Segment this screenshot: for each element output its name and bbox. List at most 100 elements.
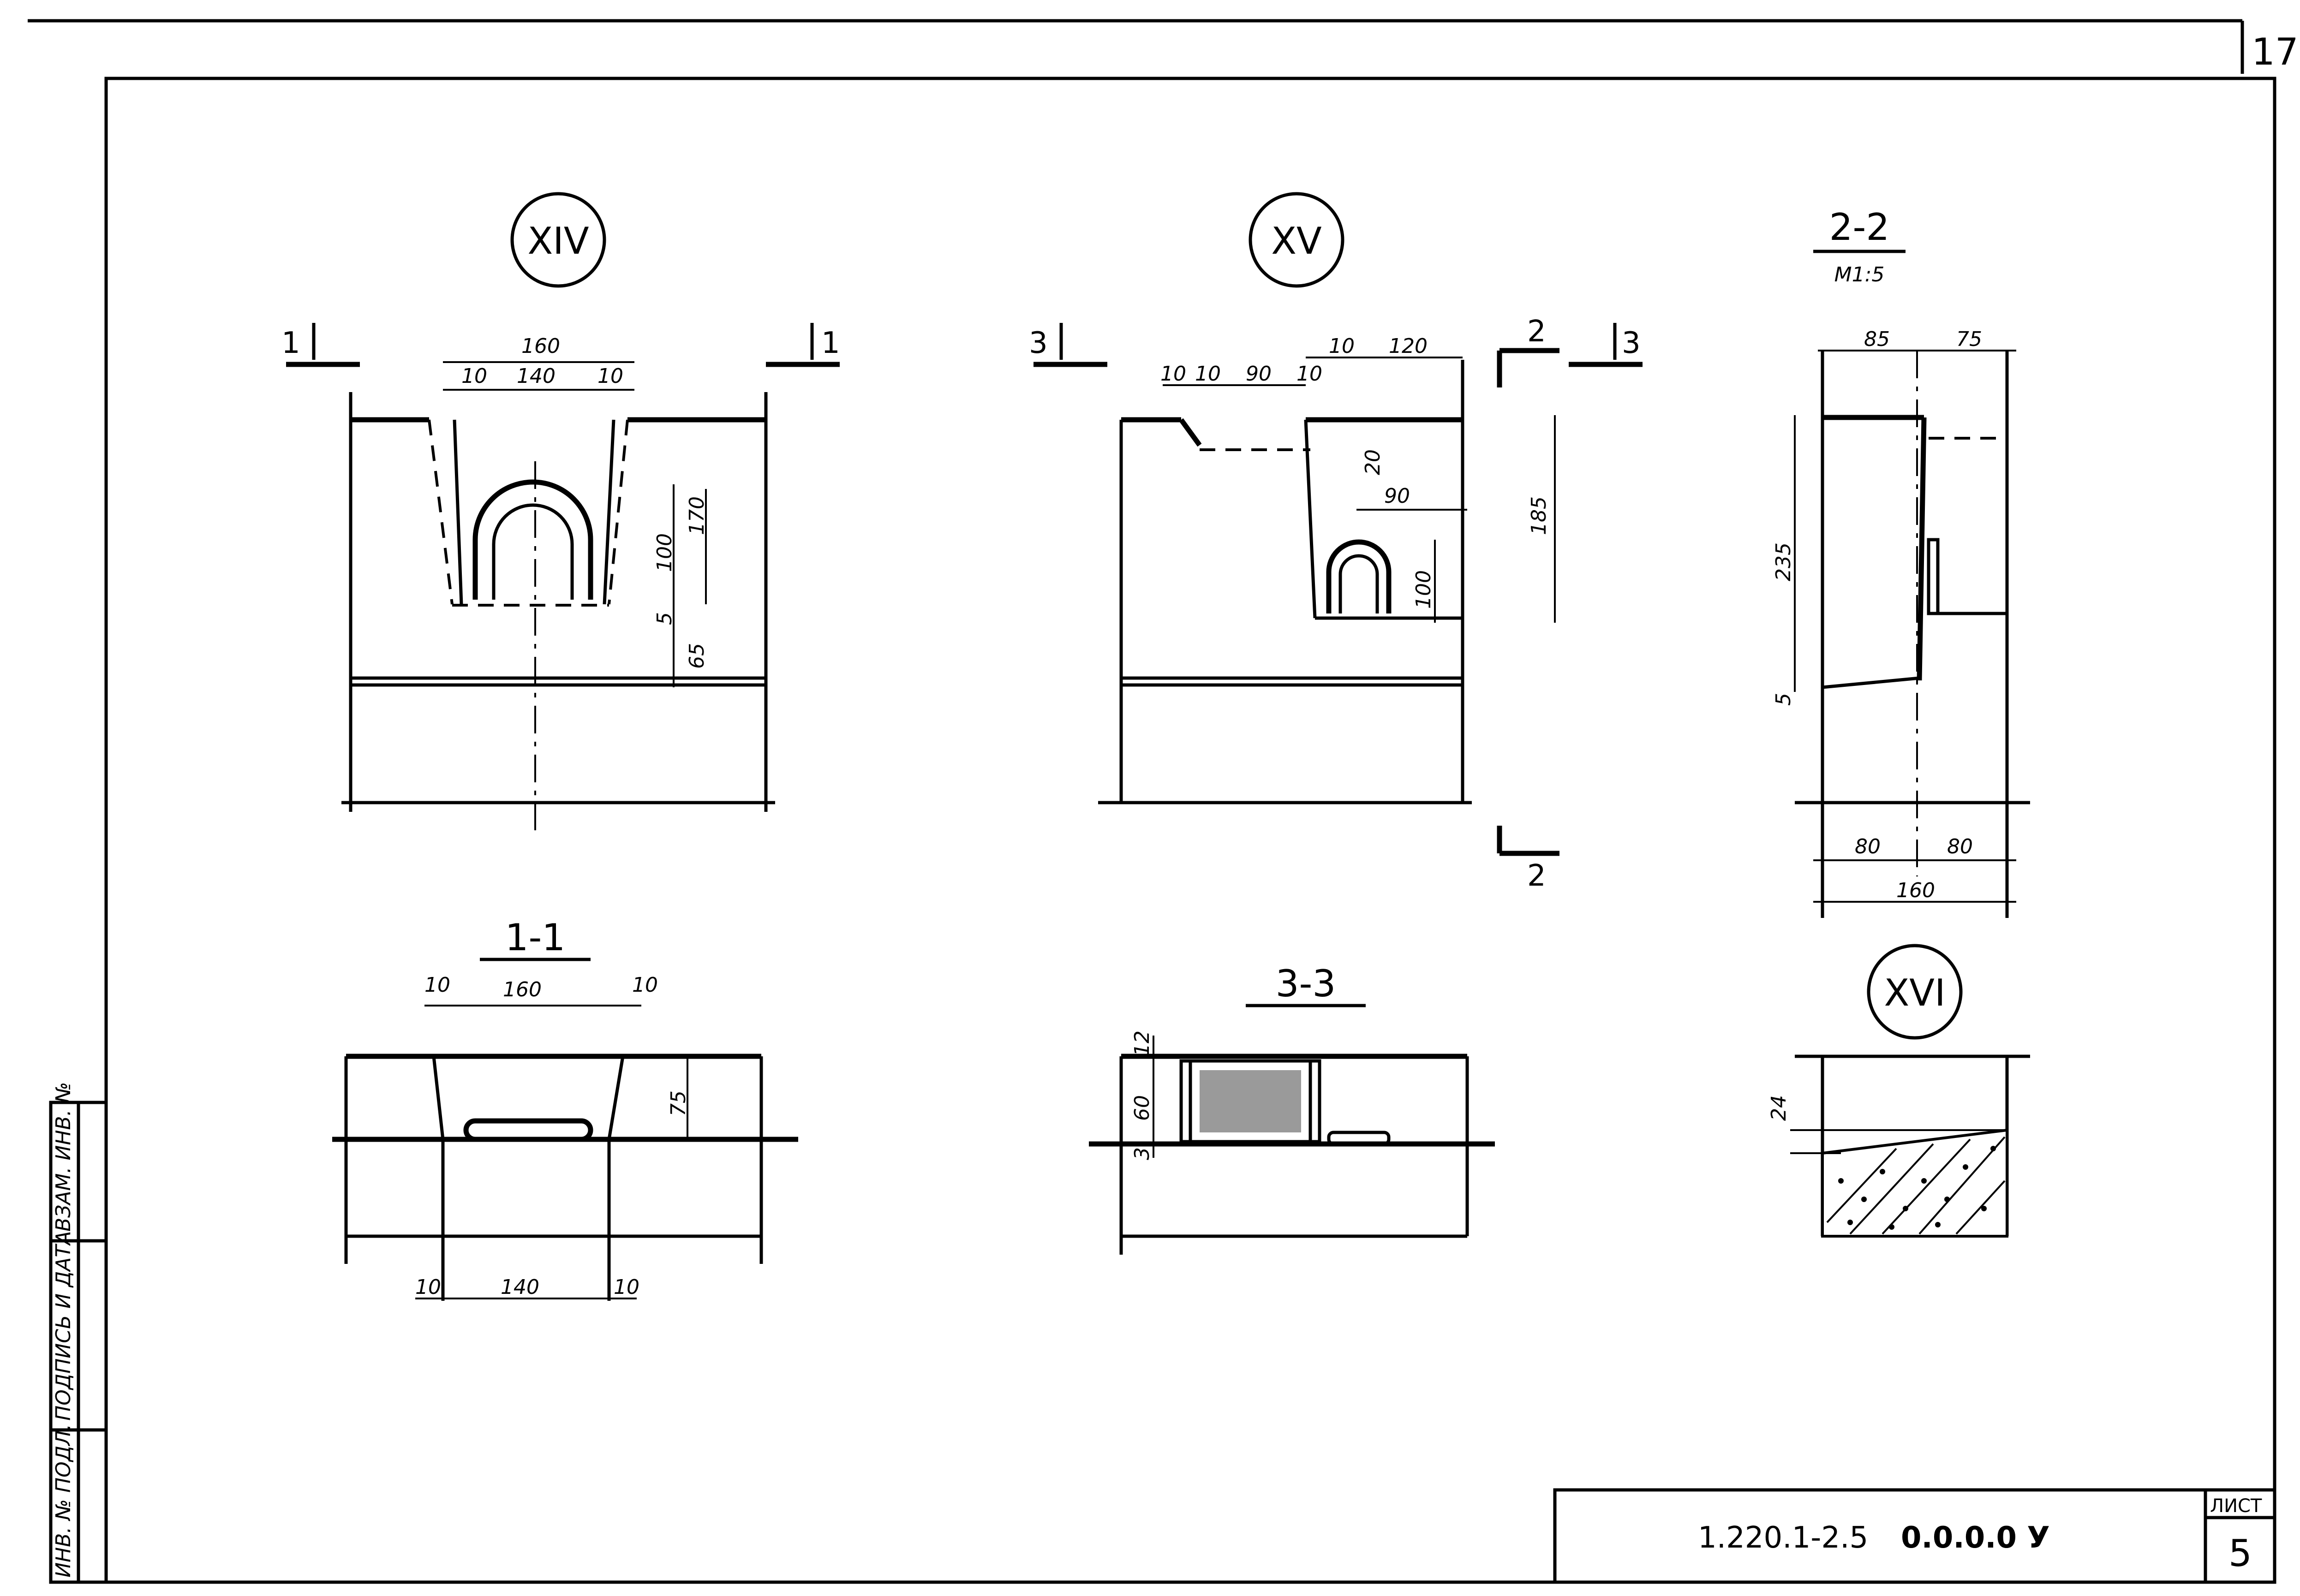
cut2-bottom-label: 2 (1527, 859, 1546, 893)
s11-dim-b10b: 10 (614, 1275, 639, 1299)
detail-xiv: XIV 1 1 160 10 140 10 170 100 5 (281, 192, 840, 830)
xiv-slot-right-dashed (608, 419, 629, 605)
s22-title: 2-2 (1829, 206, 1890, 249)
detail-xv-label: XV (1271, 220, 1322, 262)
s11-wall-left (432, 1056, 445, 1140)
title-block-box (1553, 1488, 2276, 1584)
s22-arch-profile (1927, 538, 1940, 615)
sheet-header: 17 (28, 19, 2299, 74)
cut1-left-label: 1 (281, 326, 300, 360)
xv-step (1179, 418, 1202, 447)
s22-dim-85: 85 (1864, 328, 1890, 351)
detail-xiv-label: XIV (527, 220, 589, 262)
xvi-dot (1889, 1224, 1894, 1230)
s22-inner-wall (1917, 417, 1927, 681)
s22-dim-160: 160 (1896, 879, 1935, 902)
xiv-slot-right (603, 419, 615, 605)
xv-dim-185: 185 (1527, 496, 1551, 535)
xvi-dot (1944, 1197, 1950, 1202)
xv-dim-20: 20 (1361, 449, 1385, 475)
xvi-aggregate-dots (1838, 1146, 1996, 1230)
section-3-3: 3-3 12 60 3 (1089, 962, 1495, 1255)
xiv-dim-100: 100 (653, 533, 676, 572)
s22-layer (1822, 676, 1920, 689)
s11-dim-10a: 10 (424, 973, 450, 997)
xv-dim-c10: 10 (1296, 362, 1322, 386)
xvi-dot (1903, 1206, 1908, 1211)
xiv-dim-65: 65 (685, 643, 709, 669)
s11-dim-75: 75 (667, 1090, 690, 1116)
doc-suffix: 0.0.0.0 У (1901, 1521, 2050, 1555)
detail-xvi-label: XVI (1884, 971, 1945, 1014)
s11-dim-140: 140 (501, 1275, 539, 1299)
cut1-right-label: 1 (821, 326, 840, 360)
s11-dim-10b: 10 (632, 973, 658, 997)
section-2-2: 2-2 М1:5 85 75 235 5 80 80 160 (1772, 206, 2030, 918)
xiv-dim-10b: 10 (597, 364, 623, 388)
stamp-inv-podl: ИНВ. № ПОДЛ. (52, 1424, 75, 1578)
xiv-slot-left-dashed (428, 419, 454, 605)
xvi-hatch-line (1826, 1148, 1897, 1223)
xv-dim-10: 10 (1329, 334, 1355, 358)
s11-dim-b10a: 10 (415, 1275, 441, 1299)
xvi-dot (1963, 1164, 1968, 1170)
xvi-dim-24: 24 (1767, 1095, 1791, 1121)
xv-dim-90a: 90 (1246, 362, 1272, 386)
detail-xv-bubble (1249, 192, 1344, 288)
s22-dim-235: 235 (1772, 542, 1795, 581)
xvi-concrete-fill (1821, 1128, 2008, 1238)
xvi-hatch-line (1955, 1180, 2006, 1235)
xv-dim-100: 100 (1412, 570, 1435, 609)
xv-arch-inner (1338, 554, 1379, 613)
sheet-label: ЛИСТ (2210, 1495, 2262, 1517)
xv-dim-120: 120 (1389, 334, 1428, 358)
xvi-dot (1921, 1178, 1927, 1184)
s33-opening (1179, 1059, 1321, 1143)
sheet-number: 5 (2228, 1532, 2252, 1575)
xvi-dot (1847, 1220, 1853, 1225)
s22-scale: М1:5 (1834, 263, 1885, 286)
xiv-arch-inner (492, 503, 574, 600)
s22-dim-5: 5 (1772, 693, 1795, 706)
xiv-dim-5: 5 (653, 612, 676, 625)
s33-opening-fill (1200, 1070, 1301, 1132)
s33-title: 3-3 (1276, 962, 1336, 1005)
xiv-slot-left (453, 419, 463, 605)
s22-dim-75: 75 (1956, 328, 1982, 351)
s33-dim-12: 12 (1130, 1030, 1154, 1056)
top-page-number: 17 (2252, 30, 2299, 73)
s22-dim-80a: 80 (1855, 835, 1881, 858)
side-stamp: ИНВ. № ПОДЛ. ПОДПИСЬ И ДАТА ВЗАМ. ИНВ. № (49, 1082, 108, 1584)
detail-xvi-bubble (1867, 944, 1963, 1040)
xiv-dim-160: 160 (521, 334, 560, 358)
xv-arch-outer (1326, 539, 1392, 613)
detail-xv: XV 3 3 2 2 10 10 90 10 10 120 90 (1029, 192, 1643, 893)
xv-slot-wall (1304, 419, 1317, 619)
xiv-dim-170: 170 (685, 496, 709, 535)
xiv-dim-10a: 10 (461, 364, 487, 388)
drawing-frame (104, 77, 2276, 1584)
xv-dim-a10: 10 (1160, 362, 1186, 386)
stamp-vzam: ВЗАМ. ИНВ. № (52, 1082, 75, 1232)
xvi-dot (1935, 1222, 1941, 1227)
s33-dim-60: 60 (1130, 1095, 1154, 1121)
xiv-dim-140: 140 (517, 364, 556, 388)
xvi-dot (1981, 1206, 1987, 1211)
xv-dim-90b: 90 (1384, 484, 1410, 508)
xvi-hatch (1826, 1136, 2006, 1235)
s33-dim-3: 3 (1130, 1147, 1154, 1160)
xv-dim-b10: 10 (1195, 362, 1221, 386)
s11-dim-160: 160 (503, 978, 542, 1001)
cut3-right-label: 3 (1622, 326, 1641, 360)
stamp-podpis: ПОДПИСЬ И ДАТА (52, 1231, 75, 1421)
xvi-hatch-line (1918, 1136, 2006, 1235)
s11-wall-right (607, 1056, 625, 1140)
s11-arch-plan (463, 1118, 593, 1142)
doc-code: 1.220.1-2.5 (1698, 1521, 1868, 1555)
s33-arch-plan (1327, 1131, 1391, 1146)
detail-xvi: XVI 24 (1767, 944, 2030, 1238)
xvi-dot (1880, 1169, 1885, 1174)
xvi-dot (1861, 1197, 1867, 1202)
detail-xiv-bubble (510, 192, 606, 288)
